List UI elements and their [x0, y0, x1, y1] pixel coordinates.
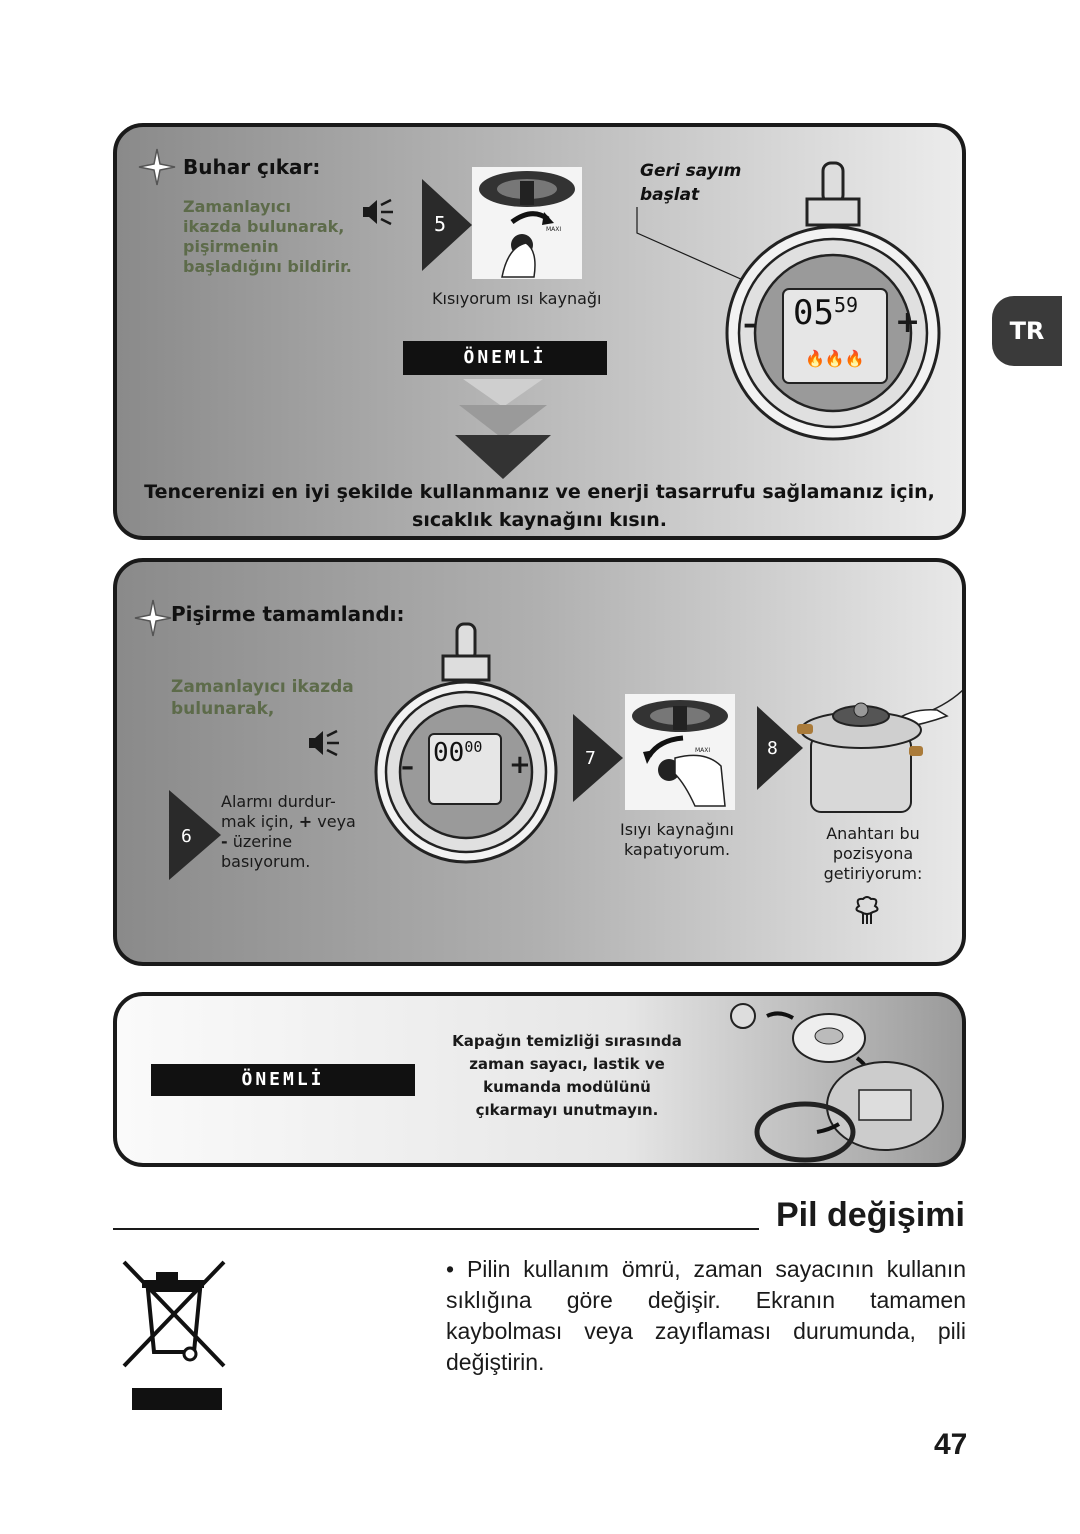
step-8-marker: 8: [757, 706, 803, 790]
done-note: Zamanlayıcı ikazda bulunarak,: [171, 677, 354, 719]
timer-dial-countdown: 0559 🔥🔥🔥 – +: [725, 157, 945, 447]
step-5-caption: Kısıyorum ısı kaynağı: [432, 289, 602, 308]
cleaning-panel: ÖNEMLİ Kapağın temizliği sırasında zaman…: [113, 992, 966, 1167]
steam-tip: Tencerenizi en iyi şekilde kullanmanız v…: [144, 481, 935, 531]
burner-knob-illustration: MAXI: [472, 167, 582, 279]
svg-text:MAXI: MAXI: [546, 226, 561, 233]
sparkle-icon: [134, 599, 172, 637]
sound-alarm-icon: [363, 198, 393, 226]
step-6-marker: 6: [169, 790, 221, 880]
battery-paragraph: Pilin kullanım ömrü, zaman sayacının kul…: [446, 1256, 967, 1375]
step-5-marker: 5: [422, 179, 472, 271]
countdown-label: Geri sayım başlat: [640, 161, 742, 205]
timer-minutes: 0559: [793, 293, 859, 333]
step-6-text: Alarmı durdur- mak için, + veya - üzerin…: [221, 792, 356, 871]
timer-dial-finished: 0000 – +: [369, 622, 569, 882]
timer-zero: 0000: [433, 738, 483, 768]
steam-panel: Buhar çıkar: Zamanlayıcı ikazda bulunara…: [113, 123, 966, 540]
burner-off-illustration: MAXI: [625, 694, 735, 810]
step-7-marker: 7: [573, 714, 623, 802]
svg-text:8: 8: [767, 738, 778, 759]
plus-button[interactable]: +: [509, 750, 531, 780]
svg-text:6: 6: [181, 826, 192, 847]
battery-section-title: Pil değişimi: [776, 1196, 965, 1234]
section-rule: [113, 1228, 759, 1230]
language-tab: TR: [992, 296, 1062, 366]
cleaning-note: Kapağın temizliği sırasında zaman sayacı…: [452, 1032, 682, 1119]
page-number: 47: [934, 1428, 968, 1461]
minus-button[interactable]: –: [401, 752, 414, 782]
sparkle-icon: [138, 148, 176, 186]
done-heading: Pişirme tamamlandı:: [171, 602, 405, 626]
important-label: ÖNEMLİ: [151, 1064, 415, 1096]
svg-text:7: 7: [585, 748, 596, 769]
cooking-done-panel: Pişirme tamamlandı: Zamanlayıcı ikazda b…: [113, 558, 966, 966]
lid-disassembly-illustration: [730, 1003, 944, 1163]
steam-heading: Buhar çıkar:: [183, 155, 321, 179]
weee-crossed-bin-icon: [122, 1260, 226, 1410]
step-8-caption: Anahtarı bu pozisyona getiriyorum:: [823, 824, 923, 883]
step-7-caption: Isıyı kaynağını kapatıyorum.: [620, 820, 734, 859]
svg-text:MAXI: MAXI: [695, 747, 710, 754]
plus-button[interactable]: +: [895, 305, 921, 340]
pressure-cooker-illustration: [797, 689, 962, 813]
minus-button[interactable]: –: [743, 307, 758, 342]
flame-icons: 🔥🔥🔥: [805, 349, 865, 368]
steam-note: Zamanlayıcı ikazda bulunarak, pişirmenin…: [183, 197, 352, 276]
important-label: ÖNEMLİ: [403, 341, 607, 375]
steam-release-icon: [855, 896, 879, 924]
sound-alarm-icon: [309, 729, 339, 757]
bullet: •: [446, 1256, 455, 1282]
battery-text: • Pilin kullanım ömrü, zaman sayacının k…: [446, 1254, 966, 1378]
down-arrows-icon: [455, 379, 551, 479]
svg-text:5: 5: [434, 212, 446, 236]
